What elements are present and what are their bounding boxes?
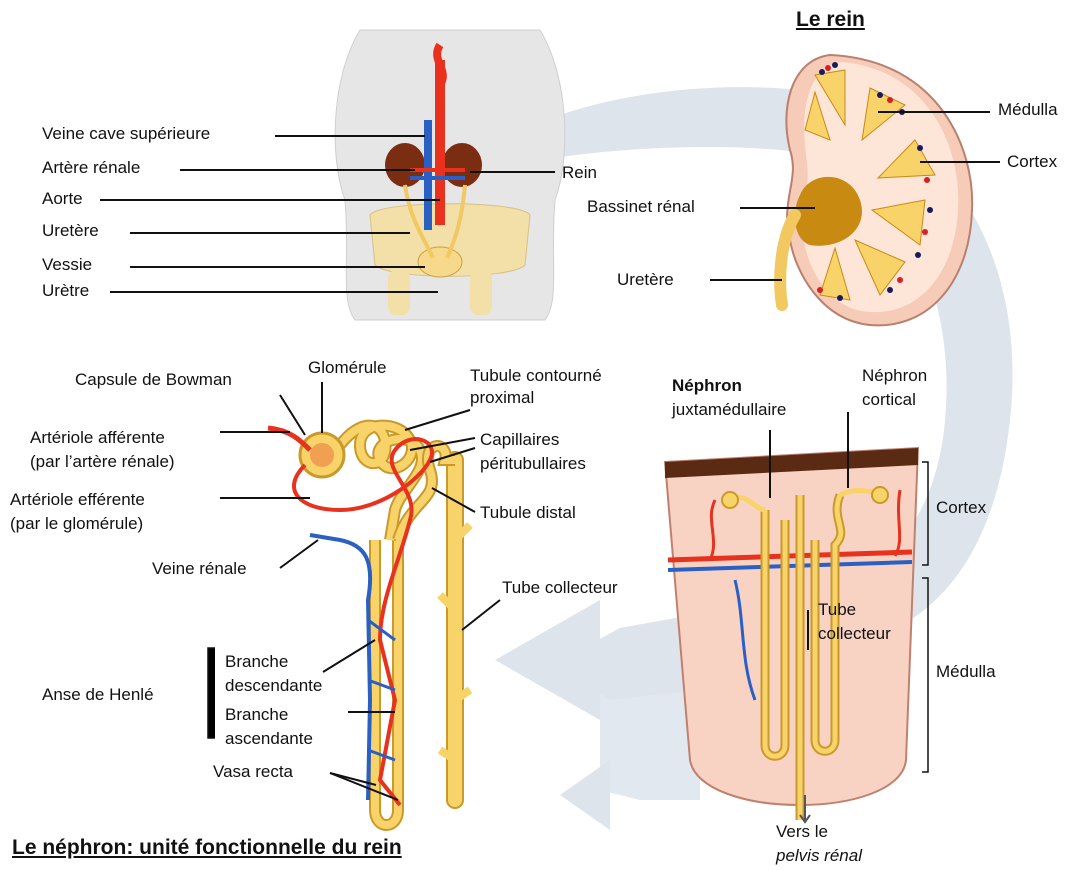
body-figure	[335, 30, 565, 320]
label-tubule-proximal-2: proximal	[470, 388, 534, 408]
label-tubule-distal: Tubule distal	[480, 503, 576, 523]
label-cortex-kidney: Cortex	[1007, 152, 1057, 172]
label-uretere-body: Uretère	[42, 221, 99, 241]
label-arteriole-eff-1: Artériole efférente	[10, 490, 145, 510]
label-pelvis-renal: pelvis rénal	[776, 846, 862, 866]
label-anse-henle: Anse de Henlé	[42, 685, 154, 705]
label-tubule-proximal-1: Tubule contourné	[470, 366, 602, 386]
label-branche-desc-2: descendante	[225, 676, 322, 696]
label-tube-collecteur: Tube collecteur	[502, 578, 618, 598]
label-vers-le: Vers le	[776, 822, 828, 842]
label-nephron-cort-1: Néphron	[862, 366, 927, 386]
label-arteriole-aff-1: Artériole afférente	[30, 428, 165, 448]
label-medulla-kidney: Médulla	[998, 100, 1058, 120]
nephron-drawing	[268, 426, 470, 825]
label-veine-cave: Veine cave supérieure	[42, 124, 210, 144]
label-arteriole-eff-2: (par le glomérule)	[10, 514, 143, 534]
label-capillaires-1: Capillaires	[480, 430, 559, 450]
label-capsule: Capsule de Bowman	[75, 370, 232, 390]
label-glomerule: Glomérule	[308, 358, 386, 378]
kidney-title: Le rein	[796, 8, 865, 32]
label-uretere-kidney: Uretère	[617, 270, 674, 290]
label-tube-wedge-2: collecteur	[818, 624, 891, 644]
label-uretre: Urètre	[42, 281, 89, 301]
label-cortex-wedge: Cortex	[936, 498, 986, 518]
label-vasa-recta: Vasa recta	[213, 762, 293, 782]
label-artere-renale: Artère rénale	[42, 158, 140, 178]
label-branche-desc-1: Branche	[225, 652, 288, 672]
label-capillaires-2: péritubullaires	[480, 454, 586, 474]
label-veine-renale: Veine rénale	[152, 559, 247, 579]
nephron-title: Le néphron: unité fonctionnelle du rein	[12, 836, 402, 860]
label-rein: Rein	[562, 163, 597, 183]
label-branche-asc-1: Branche	[225, 705, 288, 725]
label-nephron-juxta-2: juxtamédullaire	[672, 400, 786, 420]
label-tube-wedge-1: Tube	[818, 600, 856, 620]
kidney-section	[780, 55, 972, 325]
label-medulla-wedge: Médulla	[936, 662, 996, 682]
label-vessie: Vessie	[42, 255, 92, 275]
label-aorte: Aorte	[42, 189, 83, 209]
label-nephron-cort-2: cortical	[862, 390, 916, 410]
label-bassinet: Bassinet rénal	[587, 197, 695, 217]
label-branche-asc-2: ascendante	[225, 729, 313, 749]
label-nephron-juxta-1: Néphron	[672, 376, 742, 396]
label-arteriole-aff-2: (par l’artère rénale)	[30, 452, 175, 472]
